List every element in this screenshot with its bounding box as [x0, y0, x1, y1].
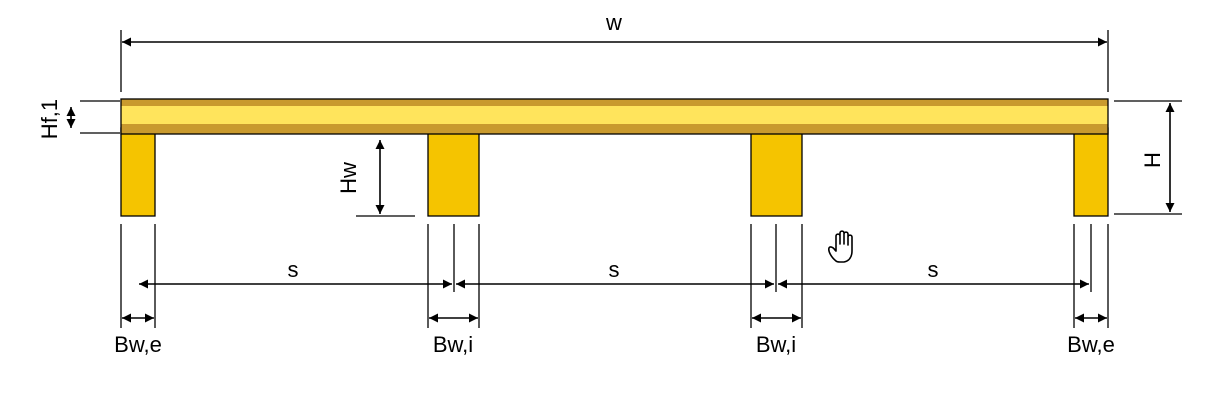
- web-extension-lines: [120, 224, 1109, 328]
- web-right: [1073, 127, 1109, 217]
- spacing-label-1: s: [288, 257, 299, 282]
- total-height-label: H: [1140, 152, 1165, 168]
- web-inner-1: [427, 127, 480, 217]
- flange-bottom-band: [121, 124, 1108, 134]
- top-flange: [120, 98, 1109, 135]
- web-width-label-right: Bw,e: [1067, 332, 1115, 357]
- flange-light-band: [121, 106, 1108, 124]
- web-inner-2: [750, 127, 803, 217]
- flange-outline: [120, 98, 1109, 135]
- flange-thickness-label: Hf,1: [37, 99, 62, 139]
- web-left: [120, 127, 156, 217]
- width-label: w: [605, 10, 622, 35]
- flange-top-edge: [121, 99, 1108, 106]
- web-width-label-left: Bw,e: [114, 332, 162, 357]
- web-height-label: Hw: [336, 162, 361, 194]
- spacing-label-3: s: [928, 257, 939, 282]
- web-width-label-inner-2: Bw,i: [756, 332, 796, 357]
- web-width-label-inner-1: Bw,i: [433, 332, 473, 357]
- spacing-label-2: s: [609, 257, 620, 282]
- hand-pointer-icon: [828, 230, 853, 263]
